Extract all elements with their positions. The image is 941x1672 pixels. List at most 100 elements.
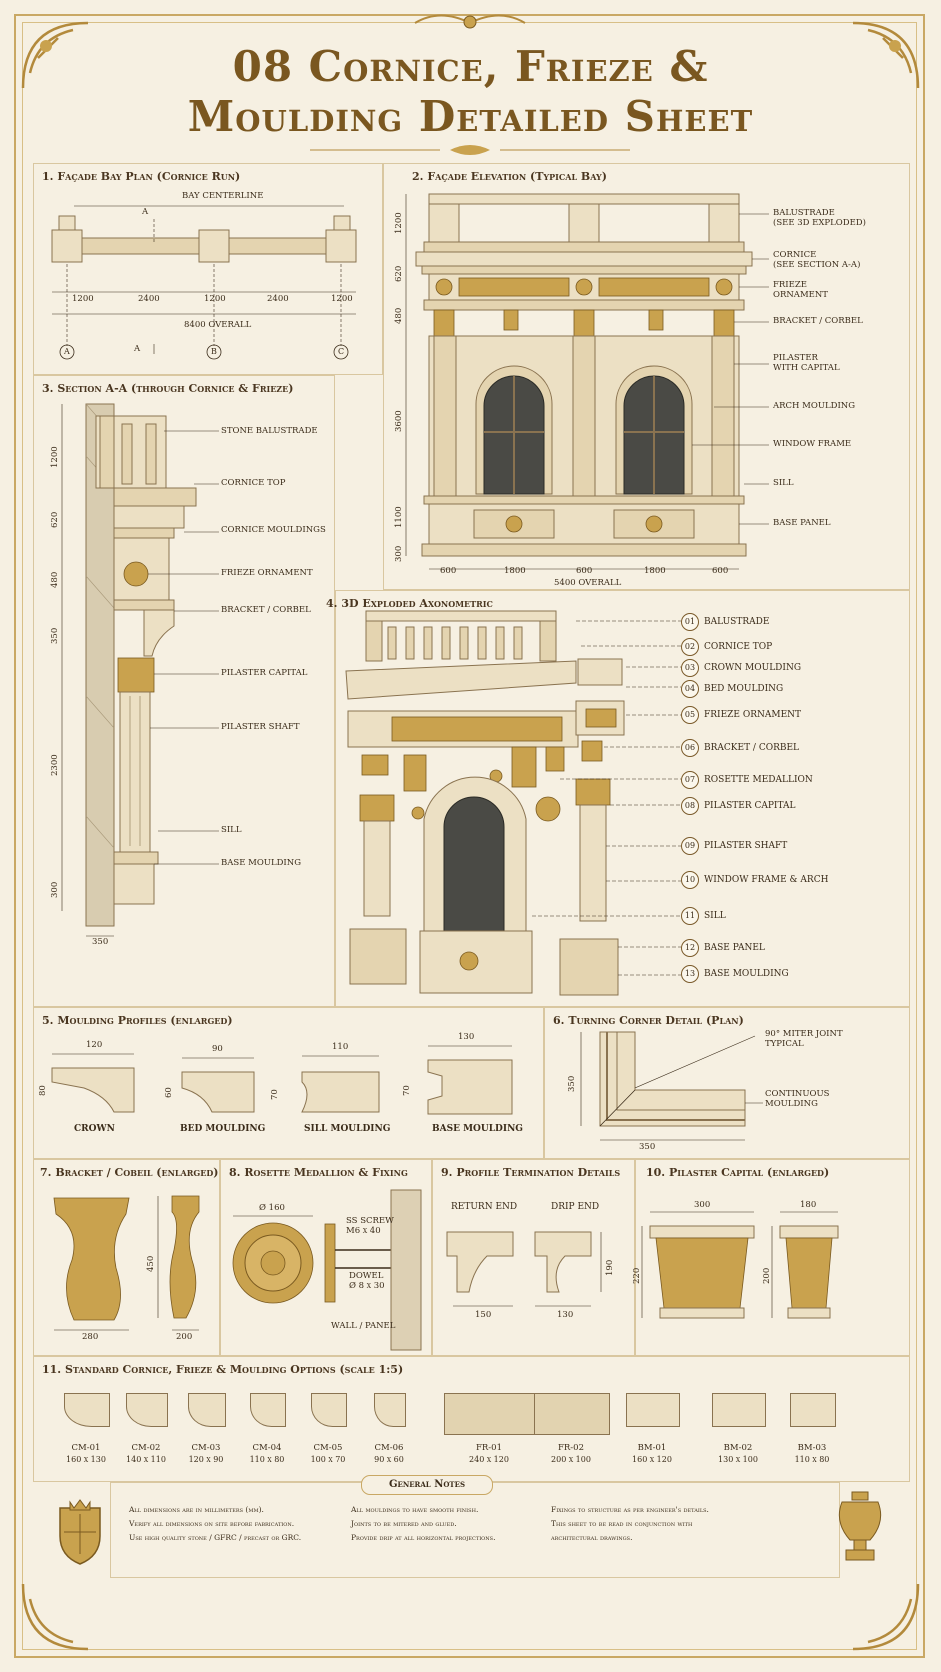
panel-title: 3. Section A-A (through Cornice & Frieze…: [42, 382, 294, 395]
note-text: DOWEL Ø 8 x 30: [349, 1271, 385, 1291]
profile-name: CROWN: [74, 1124, 115, 1134]
dim-label: 1200: [204, 294, 226, 304]
bracket-drawing: [53, 1195, 200, 1331]
panel-title: 10. Pilaster Capital (enlarged): [646, 1166, 830, 1179]
callout-number: 04: [681, 680, 699, 698]
callout-base: BASE PANEL: [773, 518, 831, 528]
term-d3: 190: [605, 1259, 615, 1276]
callout-text: PILASTER WITH CAPITAL: [773, 353, 840, 373]
callout-label: BED MOULDING: [704, 684, 784, 694]
panel-title: 1. Façade Bay Plan (Cornice Run): [42, 170, 241, 183]
term-d2: 130: [557, 1310, 574, 1320]
option-size: 240 x 120: [469, 1455, 509, 1464]
option-size: 140 x 110: [126, 1455, 166, 1464]
option-size: 90 x 60: [374, 1455, 404, 1464]
callout-bracket: BRACKET / CORBEL: [773, 316, 863, 326]
bracket-w1: 280: [82, 1332, 99, 1342]
callout-number: 01: [681, 613, 699, 631]
grid-label: C: [338, 347, 345, 356]
profile-h: 80: [38, 1085, 48, 1096]
panel-capital: 10. Pilaster Capital (enlarged) 300 180 …: [632, 1159, 910, 1356]
callout-label: BASE PANEL: [704, 943, 765, 953]
callout-label: ROSETTE MEDALLION: [704, 775, 813, 785]
profiles-drawing: [51, 1045, 513, 1115]
vdim: 1200: [50, 446, 60, 468]
profile-h: 70: [402, 1085, 412, 1096]
callout-sill: SILL: [773, 478, 794, 488]
hdim: 600: [712, 566, 729, 576]
callout-arch: ARCH MOULDING: [773, 401, 856, 411]
profile-w: 120: [86, 1040, 103, 1050]
option-code: CM-05: [313, 1443, 343, 1453]
section-label: CORNICE TOP: [221, 478, 286, 488]
callout-label: BRACKET / CORBEL: [704, 743, 800, 753]
profile-w: 90: [212, 1044, 223, 1054]
capital-w1: 300: [694, 1200, 711, 1210]
term-d1: 150: [475, 1310, 492, 1320]
option-size: 130 x 100: [718, 1455, 758, 1464]
overall-dim: 8400 OVERALL: [184, 320, 252, 330]
section-label: PILASTER SHAFT: [221, 722, 300, 732]
option-size: 160 x 120: [632, 1455, 672, 1464]
corner-ornament-top-left: [21, 21, 89, 89]
panel-title: 2. Façade Elevation (Typical Bay): [412, 170, 607, 183]
option-code: BM-01: [637, 1443, 667, 1453]
panel-title: 4. 3D Exploded Axonometric: [326, 597, 493, 610]
section-label: BRACKET / CORBEL: [221, 605, 311, 615]
note-text: CONTINUOUS MOULDING: [765, 1089, 830, 1109]
vdim: 480: [50, 571, 60, 588]
section-drawing: [61, 403, 219, 937]
callout-window: WINDOW FRAME: [773, 439, 852, 449]
option-size: 200 x 100: [551, 1455, 591, 1464]
note-item: Use high quality stone / GFRC / precast …: [129, 1533, 302, 1542]
callout-text: FRIEZE ORNAMENT: [773, 280, 828, 300]
callout-label: WINDOW FRAME & ARCH: [704, 875, 829, 885]
exploded-drawing: [345, 610, 681, 996]
dim-label: 2400: [267, 294, 289, 304]
callout-label: PILASTER CAPITAL: [704, 801, 796, 811]
callout-number: 06: [681, 739, 699, 757]
capital-w2: 180: [800, 1200, 817, 1210]
panel-title: 5. Moulding Profiles (enlarged): [42, 1014, 233, 1027]
callout-number: 12: [681, 939, 699, 957]
general-notes-title: General Notes: [361, 1475, 493, 1495]
general-notes-box: General Notes All dimensions are in mill…: [110, 1475, 840, 1578]
corner-ornament-bottom-left: [21, 1583, 89, 1651]
option-size: 120 x 90: [188, 1455, 224, 1464]
callout-text: CORNICE (SEE SECTION A-A): [773, 250, 861, 270]
option-profile: [790, 1393, 836, 1427]
dim-label: 1200: [72, 294, 94, 304]
vdim: 300: [394, 545, 404, 562]
section-label: FRIEZE ORNAMENT: [221, 568, 313, 578]
note-item: Fixings to structure as per engineer's d…: [551, 1505, 709, 1514]
note-item: This sheet to be read in conjunction wit…: [551, 1519, 693, 1528]
panel-title: 7. Bracket / Cobeil (enlarged): [40, 1166, 219, 1179]
callout-number: 08: [681, 797, 699, 815]
note-item: Provide drip at all horizontal projectio…: [351, 1533, 496, 1542]
corner-note-continuous: CONTINUOUS MOULDING: [765, 1089, 830, 1110]
vdim: 620: [50, 511, 60, 528]
vdim: 620: [394, 265, 404, 282]
callout-text: BALUSTRADE (SEE 3D EXPLODED): [773, 208, 866, 228]
vdim: 1100: [394, 506, 404, 528]
option-code: CM-01: [71, 1443, 101, 1453]
callout-number: 13: [681, 965, 699, 983]
panel-corner: 6. Turning Corner Detail (Plan) 90° MITE…: [544, 1007, 910, 1159]
panel-exploded: 4. 3D Exploded Axonometric: [326, 590, 910, 1007]
panel-profiles: 5. Moulding Profiles (enlarged) 120 80 C…: [33, 1007, 544, 1159]
rosette-dowel-note: DOWEL Ø 8 x 30: [349, 1271, 385, 1292]
callout-pilaster: PILASTER WITH CAPITAL: [773, 353, 840, 374]
note-text: SS SCREW M6 x 40: [346, 1216, 394, 1236]
hdim: 1800: [504, 566, 526, 576]
profile-name: BASE MOULDING: [432, 1124, 523, 1134]
centerline-label: BAY CENTERLINE: [182, 191, 264, 201]
panel-section: 3. Section A-A (through Cornice & Frieze…: [33, 375, 335, 1007]
vdim: 480: [394, 307, 404, 324]
callout-number: 07: [681, 771, 699, 789]
capital-drawing: [641, 1211, 839, 1319]
width-dim: 350: [92, 937, 109, 947]
vdim: 2300: [50, 754, 60, 776]
vdim: 350: [50, 627, 60, 644]
option-size: 110 x 80: [794, 1455, 830, 1464]
